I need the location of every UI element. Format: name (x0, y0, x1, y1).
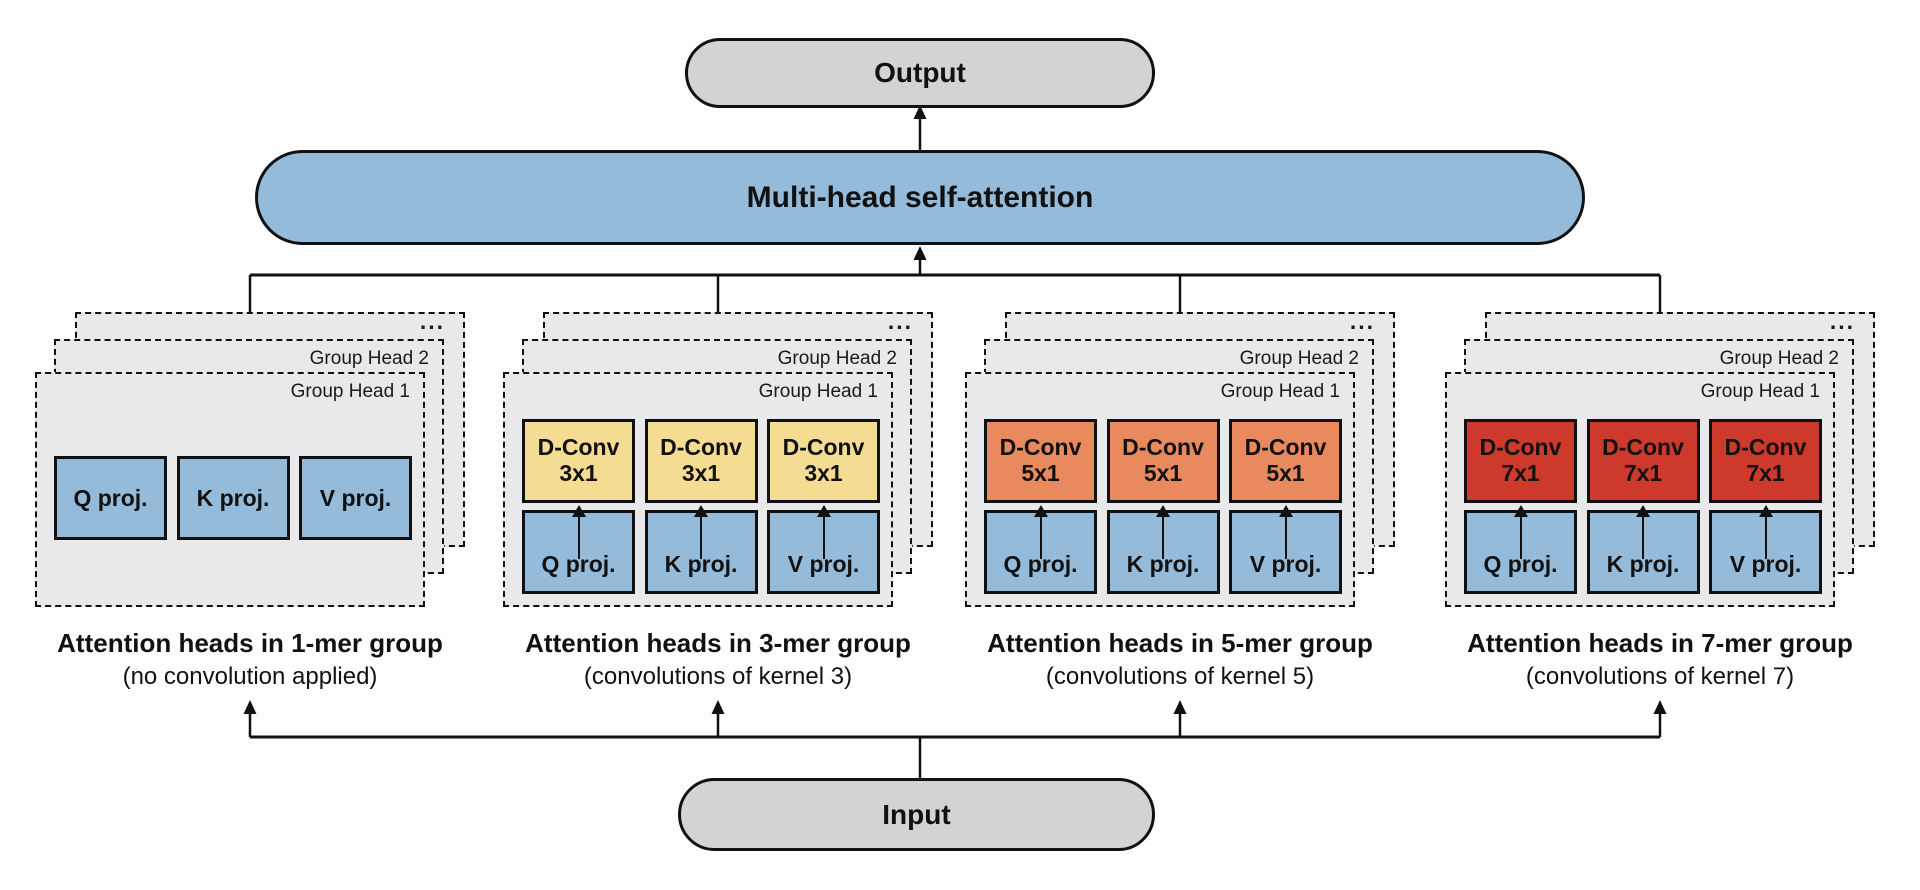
dconv-label-line1: D-Conv (537, 434, 620, 461)
dconv-3x1-box: D-Conv 3x1 (644, 419, 758, 503)
caption-subtitle: (no convolution applied) (122, 663, 378, 690)
dconv-7x1-box: D-Conv 7x1 (1586, 419, 1700, 503)
proj-to-conv-arrow (1758, 505, 1773, 559)
dconv-3x1-box: D-Conv 3x1 (767, 419, 880, 503)
dconv-label-line2: 7x1 (1746, 460, 1785, 486)
caption-subtitle: (convolutions of kernel 5) (1045, 663, 1315, 690)
k-column: K proj. (176, 419, 290, 594)
dconv-label-line2: 3x1 (559, 460, 598, 486)
group-5mer: ... Group Head 2 Group Head 1 D-Conv 5x1… (965, 308, 1395, 690)
caption-subtitle: (convolutions of kernel 7) (1525, 663, 1795, 690)
dconv-label-line2: 5x1 (1266, 460, 1305, 486)
more-heads-ellipsis: ... (1829, 308, 1855, 334)
dconv-3x1-box: D-Conv 3x1 (522, 419, 635, 503)
proj-to-conv-arrow (571, 505, 586, 559)
proj-to-conv-arrow (1636, 505, 1650, 559)
k-column: D-Conv 3x1 K proj. (644, 419, 758, 594)
q-column: D-Conv 7x1 Q proj. (1464, 419, 1577, 594)
group-head-1-label: Group Head 1 (1700, 381, 1820, 402)
proj-to-conv-arrow (1513, 505, 1528, 559)
group-5mer-card-head1: Group Head 1 D-Conv 5x1 Q proj. D-Conv 5 (965, 372, 1355, 607)
output-node: Output (685, 38, 1155, 108)
multi-head-self-attention-bar: Multi-head self-attention (255, 150, 1585, 245)
group-head-2-label: Group Head 2 (1239, 348, 1359, 369)
group-3mer-card-head1: Group Head 1 D-Conv 3x1 Q proj. D-Conv 3 (503, 372, 893, 607)
group-head-1-label: Group Head 1 (758, 381, 878, 402)
dconv-label-line1: D-Conv (1244, 434, 1327, 461)
v-column: D-Conv 5x1 V proj. (1229, 419, 1342, 594)
dconv-label-line1: D-Conv (1122, 434, 1204, 461)
v-column: D-Conv 7x1 V proj. (1709, 419, 1822, 594)
dconv-label-line1: D-Conv (1479, 434, 1562, 461)
more-heads-ellipsis: ... (419, 308, 445, 334)
group-head-1-label: Group Head 1 (1220, 381, 1340, 402)
dconv-label-line2: 3x1 (804, 460, 843, 486)
q-column: Q proj. (54, 419, 167, 594)
v-column: D-Conv 3x1 V proj. (767, 419, 880, 594)
proj-to-conv-arrow (1033, 505, 1048, 559)
proj-to-conv-arrow (1278, 505, 1293, 559)
group-head-2-label: Group Head 2 (309, 348, 429, 369)
caption-subtitle: (convolutions of kernel 3) (583, 663, 853, 690)
caption-title: Attention heads in 5-mer group (987, 628, 1373, 658)
group-1mer-card-head1: Group Head 1 Q proj. K proj. V proj. (35, 372, 425, 607)
v-proj-label: V proj. (319, 484, 392, 511)
group-3mer-caption: Attention heads in 3-mer group (convolut… (483, 628, 953, 691)
caption-title: Attention heads in 7-mer group (1467, 628, 1853, 658)
k-proj-label: K proj. (196, 484, 270, 511)
caption-title: Attention heads in 3-mer group (525, 628, 911, 658)
group-1mer-caption: Attention heads in 1-mer group (no convo… (15, 628, 485, 691)
group-1mer: ... Group Head 2 Group Head 1 Q proj. K … (35, 308, 465, 690)
k-column: D-Conv 5x1 K proj. (1106, 419, 1220, 594)
group-3mer: ... Group Head 2 Group Head 1 D-Conv 3x1… (503, 308, 933, 690)
k-proj-box: K proj. (176, 456, 290, 540)
dconv-5x1-box: D-Conv 5x1 (984, 419, 1097, 503)
proj-to-conv-arrow (816, 505, 831, 559)
caption-title: Attention heads in 1-mer group (57, 628, 443, 658)
output-label: Output (874, 57, 966, 88)
input-node: Input (678, 778, 1155, 851)
proj-to-conv-arrow (694, 505, 708, 559)
q-column: D-Conv 3x1 Q proj. (522, 419, 635, 594)
v-proj-box: V proj. (299, 456, 412, 540)
dconv-label-line2: 7x1 (1501, 460, 1540, 486)
group-head-2-label: Group Head 2 (777, 348, 897, 369)
group-7mer-card-head1: Group Head 1 D-Conv 7x1 Q proj. D-Conv 7 (1445, 372, 1835, 607)
dconv-label-line1: D-Conv (1724, 434, 1807, 461)
dconv-label-line1: D-Conv (660, 434, 742, 461)
dconv-5x1-box: D-Conv 5x1 (1229, 419, 1342, 503)
dconv-label-line2: 5x1 (1143, 460, 1183, 486)
group-7mer: ... Group Head 2 Group Head 1 D-Conv 7x1… (1445, 308, 1875, 690)
group-head-2-label: Group Head 2 (1719, 348, 1839, 369)
v-column: V proj. (299, 419, 412, 594)
attention-bar-label: Multi-head self-attention (746, 180, 1094, 214)
input-label: Input (882, 798, 951, 830)
group-head-1-label: Group Head 1 (290, 381, 410, 402)
dconv-label-line1: D-Conv (999, 434, 1082, 461)
q-proj-label: Q proj. (73, 484, 148, 511)
dconv-5x1-box: D-Conv 5x1 (1106, 419, 1220, 503)
group-5mer-caption: Attention heads in 5-mer group (convolut… (945, 628, 1415, 691)
more-heads-ellipsis: ... (887, 308, 913, 334)
more-heads-ellipsis: ... (1349, 308, 1375, 334)
q-column: D-Conv 5x1 Q proj. (984, 419, 1097, 594)
dconv-label-line1: D-Conv (782, 434, 865, 461)
dconv-label-line2: 5x1 (1021, 460, 1060, 486)
dconv-label-line1: D-Conv (1602, 434, 1684, 461)
k-column: D-Conv 7x1 K proj. (1586, 419, 1700, 594)
dconv-7x1-box: D-Conv 7x1 (1464, 419, 1577, 503)
dconv-label-line2: 7x1 (1623, 460, 1663, 486)
dconv-7x1-box: D-Conv 7x1 (1709, 419, 1822, 503)
group-7mer-caption: Attention heads in 7-mer group (convolut… (1425, 628, 1895, 691)
q-proj-box: Q proj. (54, 456, 167, 540)
dconv-label-line2: 3x1 (681, 460, 721, 486)
proj-to-conv-arrow (1156, 505, 1170, 559)
